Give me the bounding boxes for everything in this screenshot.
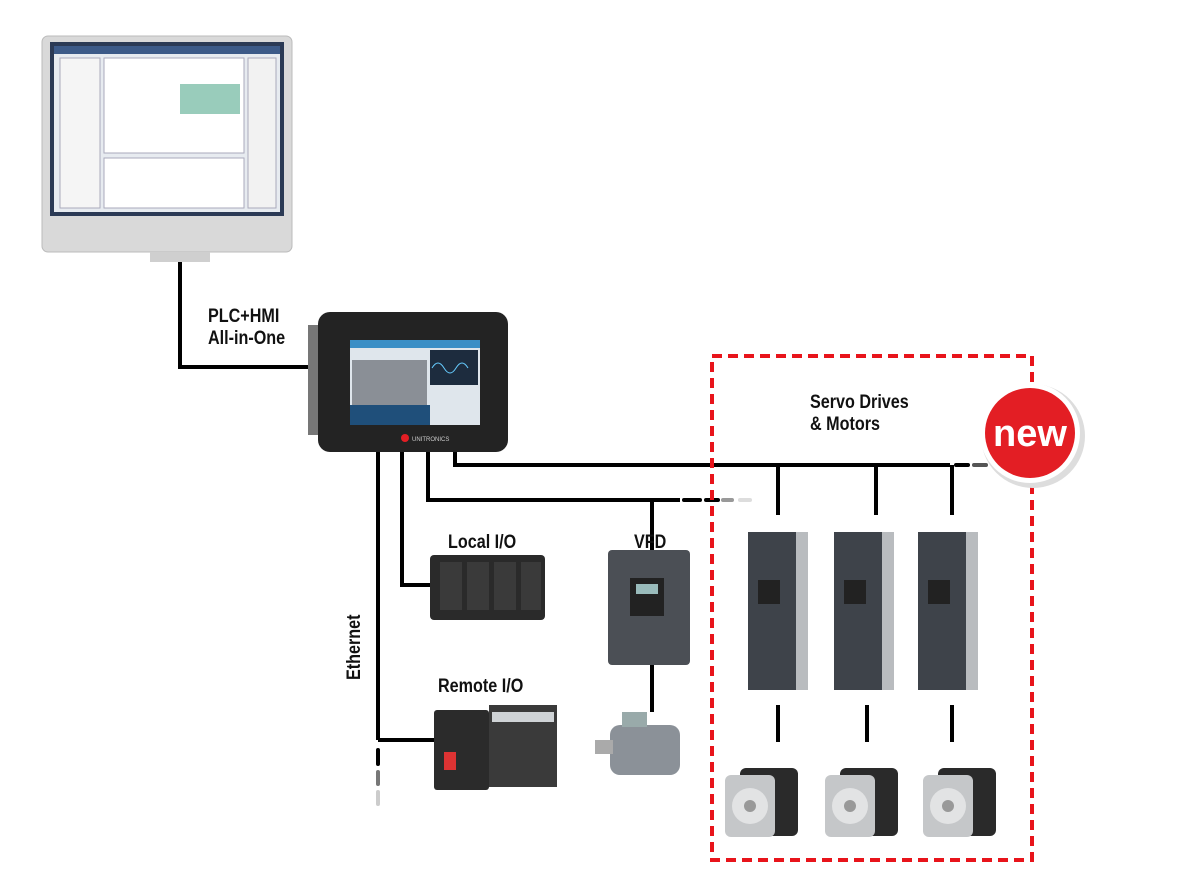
local-io-module	[430, 555, 545, 620]
servo-label: Servo Drives& Motors	[810, 392, 909, 435]
remote-io-module	[434, 705, 557, 790]
ethernet-label: Ethernet	[344, 614, 365, 680]
vfd-unit	[608, 550, 690, 665]
servo-drive	[834, 532, 894, 690]
ac-motor	[595, 712, 680, 775]
servo-motor	[825, 768, 898, 837]
servo-motors	[725, 768, 996, 837]
svg-text:UNITRONICS: UNITRONICS	[412, 437, 449, 443]
svg-text:new: new	[993, 413, 1067, 455]
servo-motor	[725, 768, 798, 837]
servo-drive	[748, 532, 808, 690]
servo-drives	[748, 532, 978, 690]
wire-continuation-dashes	[376, 463, 988, 806]
wires	[178, 262, 954, 742]
wire-local-io	[400, 450, 432, 587]
pc-monitor	[41, 35, 293, 262]
wire-pc-hmi	[178, 262, 318, 369]
servo-motor	[923, 768, 996, 837]
servo-group-frame	[710, 354, 1034, 862]
new-badge: new	[980, 383, 1085, 488]
wire-vfd-bus	[426, 450, 680, 502]
servo-drive	[918, 532, 978, 690]
local-io-label: Local I/O	[448, 532, 517, 553]
remote-io-label: Remote I/O	[438, 676, 524, 697]
plc-hmi-unit: UNITRONICS	[308, 312, 508, 452]
vfd-label: VFD	[634, 532, 667, 553]
wire-servo-bus	[453, 450, 950, 467]
